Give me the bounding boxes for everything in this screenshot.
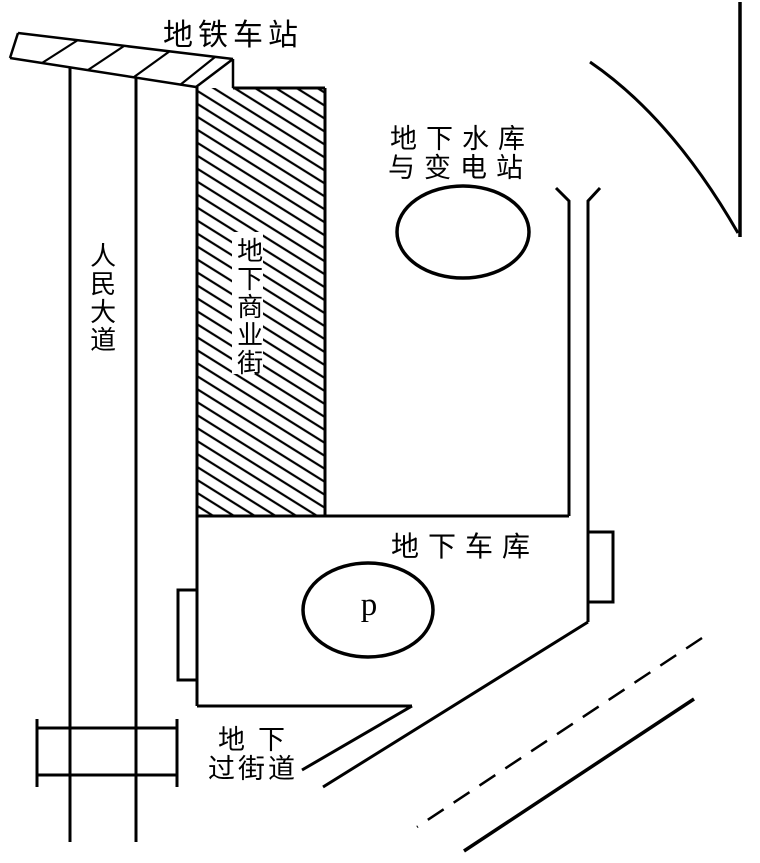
ramp-right-wall: [586, 186, 602, 622]
subway-track-endcap: [195, 58, 234, 88]
mall-label-box: [232, 232, 263, 374]
avenue-label: 人民大道: [86, 242, 116, 354]
road-right-edge: [463, 697, 695, 853]
crossing-label-line2: 过街道: [208, 754, 298, 784]
road-centerline-dashed: [416, 636, 703, 829]
garage-left-stub: [176, 588, 199, 682]
crossing-label-line1: 地下: [218, 725, 298, 755]
reservoir-label-line2: 与变电站: [388, 153, 532, 183]
ramp-left-wall: [554, 186, 571, 516]
subway-station-label: 地铁车站: [163, 19, 303, 52]
mall-label: 地下商业街: [233, 237, 263, 377]
crossing-lower-wall: [322, 620, 589, 789]
avenue-crossing-box: [35, 719, 179, 787]
reservoir-label-line1: 地下水库: [390, 124, 534, 154]
subway-track-rungs: [41, 39, 216, 86]
garage-right-stub: [586, 530, 615, 604]
crossing-upper-wall: [301, 704, 413, 772]
parking-ellipse: [301, 561, 435, 659]
reservoir-ellipse: [395, 184, 531, 280]
parking-p-label: p: [360, 587, 378, 623]
topright-curve: [589, 60, 740, 234]
subway-track: [8, 31, 235, 89]
garage-label: 地下车库: [390, 532, 540, 563]
